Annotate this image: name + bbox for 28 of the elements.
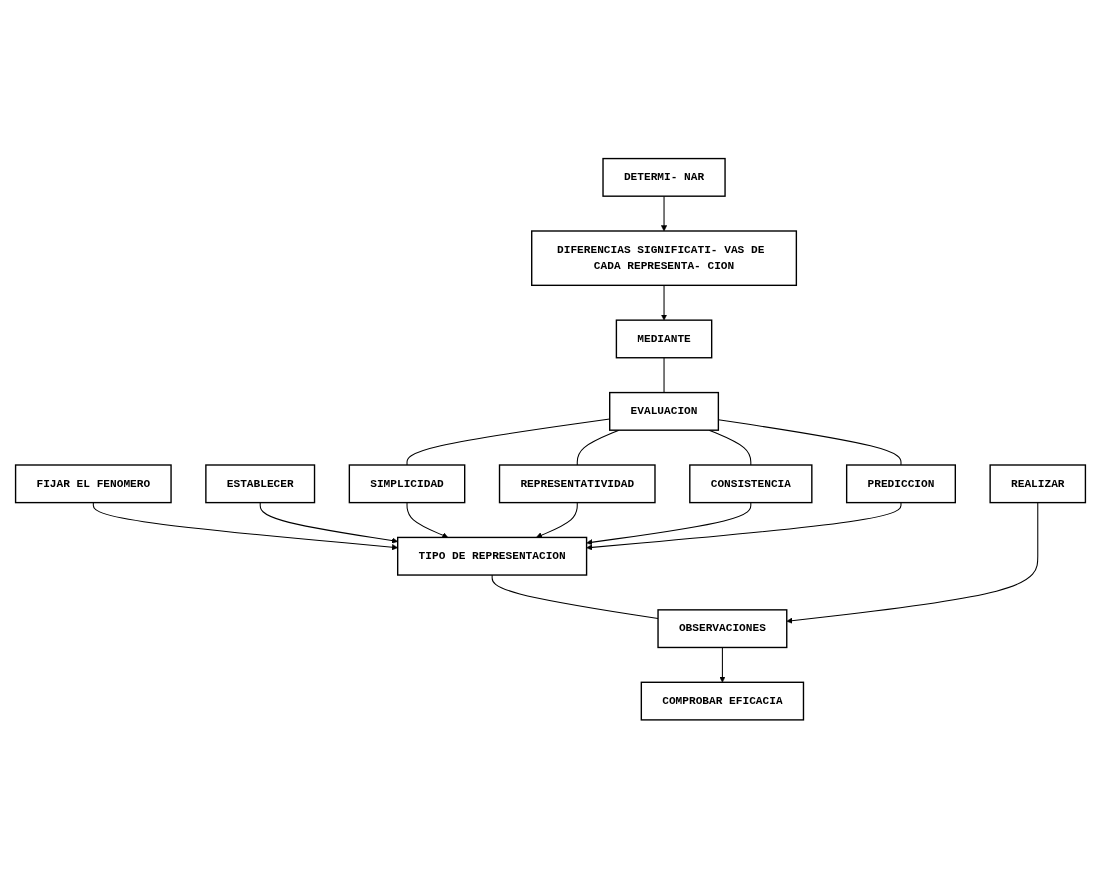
node-box: DIFERENCIAS SIGNIFICATI- VAS DE CADA REPRESENTA- CION — [531, 230, 798, 286]
arrow — [719, 646, 726, 683]
node-box: TIPO DE REPRESENTACION — [397, 536, 588, 576]
arrow — [586, 501, 902, 551]
connector — [663, 357, 665, 393]
node-box: DETERMI- NAR — [602, 157, 726, 197]
node-box: SIMPLICIDAD — [348, 464, 466, 504]
node-box: REALIZAR — [989, 464, 1087, 504]
node-box: REPRESENTATIVIDAD — [498, 464, 656, 504]
connector — [491, 574, 659, 619]
arrow — [786, 501, 1039, 624]
node-box: FIJAR EL FENOMERO — [14, 464, 172, 504]
arrow — [660, 284, 668, 321]
node-box: COMPROBAR EFICACIA — [640, 681, 805, 721]
node-box: MEDIANTE — [615, 319, 713, 359]
arrow — [586, 501, 752, 546]
node-box: PREDICCION — [845, 464, 956, 504]
arrow — [660, 195, 668, 232]
arrow — [536, 501, 578, 538]
connector — [708, 429, 752, 466]
arrow — [259, 501, 398, 544]
node-box: CONSISTENCIA — [689, 464, 813, 504]
node-box: OBSERVACIONES — [657, 608, 788, 648]
connector — [576, 429, 620, 466]
node-box: ESTABLECER — [205, 464, 316, 504]
arrow — [406, 501, 449, 538]
node-box: EVALUACION — [609, 391, 720, 431]
arrow — [92, 501, 398, 550]
